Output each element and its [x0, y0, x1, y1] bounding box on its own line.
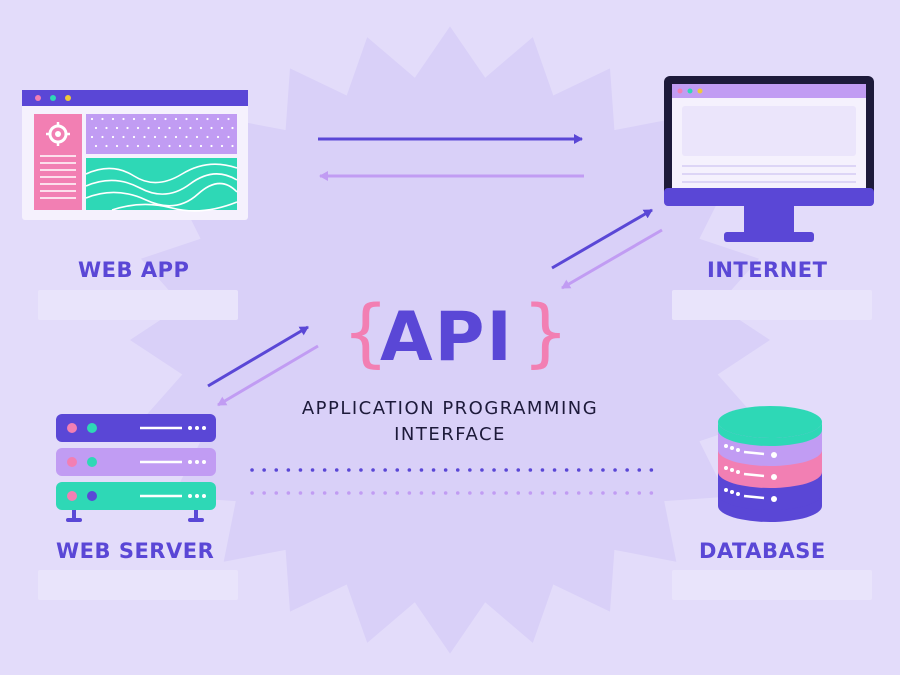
api-subtitle-line2: INTERFACE — [394, 424, 506, 445]
database-placeholder-bar — [672, 570, 872, 600]
browser-window-icon — [22, 90, 248, 220]
server-rack-icon — [56, 414, 216, 522]
arrow-server-to-api — [207, 325, 309, 388]
database-cylinder-icon — [718, 406, 822, 522]
api-open-brace: { — [342, 290, 390, 376]
api-close-brace: } — [522, 290, 570, 376]
web-server-placeholder-bar — [38, 570, 238, 600]
arrow-api-to-internet — [551, 208, 653, 270]
web-app-label: WEB APP — [78, 258, 190, 282]
arrow-internet-to-api — [561, 228, 663, 290]
database-label: DATABASE — [699, 539, 826, 563]
desktop-monitor-icon — [664, 76, 874, 242]
api-title: API — [380, 298, 514, 377]
internet-label: INTERNET — [707, 258, 828, 282]
internet-placeholder-bar — [672, 290, 872, 320]
api-subtitle: APPLICATION PROGRAMMING INTERFACE — [260, 396, 640, 448]
api-subtitle-line1: APPLICATION PROGRAMMING — [301, 398, 599, 419]
web-server-label: WEB SERVER — [56, 539, 215, 563]
web-app-placeholder-bar — [38, 290, 238, 320]
arrow-api-to-server — [217, 344, 319, 407]
